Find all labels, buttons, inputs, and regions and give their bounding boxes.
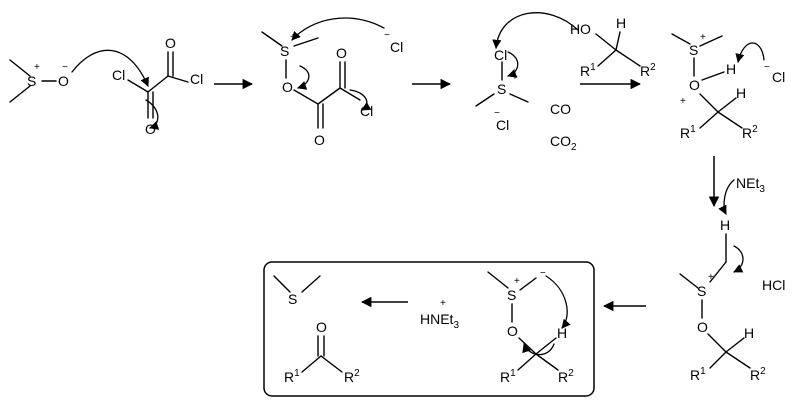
r2-group: R2: [344, 368, 360, 385]
charge-plus: +: [700, 32, 706, 43]
r2-group: R2: [558, 368, 574, 385]
r1-group: R1: [580, 62, 596, 79]
curved-arrow-cl-to-h: [735, 42, 765, 63]
charge-minus: −: [62, 62, 68, 73]
atom-o: O: [165, 35, 176, 51]
charge-minus: −: [764, 62, 770, 73]
atom-s: S: [507, 287, 516, 303]
charge-minus: −: [384, 30, 390, 41]
curved-arrow-co: [145, 99, 160, 130]
atom-cl: Cl: [190, 71, 203, 87]
r1-group: R1: [284, 368, 300, 385]
atom-o: O: [336, 45, 347, 61]
atom-h: H: [736, 85, 746, 101]
atom-o: O: [282, 79, 293, 95]
atom-h: H: [570, 21, 580, 37]
r1-group: R1: [680, 124, 696, 141]
charge-plus: +: [440, 298, 446, 309]
chloride-ion: Cl: [390, 39, 403, 55]
alcohol-reagent: H O H R1 R2: [570, 15, 656, 79]
curved-arrow-ch-to-s: [733, 245, 744, 273]
chloride-ion: Cl: [772, 69, 785, 85]
atom-s: S: [697, 283, 706, 299]
atom-o: O: [697, 319, 708, 335]
r1-group: R1: [500, 368, 516, 385]
curved-arrow-s-cl: [507, 51, 519, 78]
curved-arrow-net3-to-h: [718, 179, 735, 215]
sulfur-ylide: S + − O H R1 R2: [487, 268, 574, 385]
charge-plus: +: [34, 62, 40, 73]
atom-cl: Cl: [112, 67, 125, 83]
atom-h: H: [744, 325, 754, 341]
charge-plus: +: [514, 276, 520, 287]
chlorosulfonium-precursor: S + O O O Cl: [261, 31, 373, 148]
alkoxysulfonium-deprotonation: H S + O H R1 R2: [679, 217, 766, 383]
chlorodimethylsulfonium: Cl S + − Cl: [475, 47, 529, 133]
atom-o: O: [507, 323, 518, 339]
curved-arrow-o-s: [297, 65, 310, 90]
r2-group: R2: [750, 366, 766, 383]
atom-h: H: [720, 217, 730, 233]
triethylamine: NEt3: [736, 175, 765, 195]
atom-cl: Cl: [494, 47, 507, 63]
chloride-ion: Cl: [496, 117, 509, 133]
triethylammonium: HNEt3: [420, 311, 459, 331]
curved-arrow-oh-to-s: [492, 12, 579, 49]
dimethyl-sulfide: S: [273, 275, 321, 307]
atom-o: O: [580, 21, 591, 37]
atom-h: H: [557, 325, 567, 341]
atom-s: S: [497, 81, 506, 97]
atom-s: S: [689, 42, 698, 58]
curved-arrow-cl-to-s: [291, 17, 385, 41]
dmso-molecule: S + O −: [9, 59, 69, 103]
atom-s: S: [27, 73, 36, 89]
curved-arrow-ch-to-co: [522, 343, 555, 356]
atom-o: O: [145, 121, 156, 137]
r2-group: R2: [742, 124, 758, 141]
charge-plus: +: [680, 96, 686, 107]
hydrogen-chloride: HCl: [762, 277, 785, 293]
charge-minus: −: [540, 268, 546, 279]
alkoxysulfonium: S + O + H H R1 R2: [671, 32, 758, 141]
product-box: [263, 261, 595, 397]
r1-group: R1: [690, 366, 706, 383]
atom-h: H: [616, 15, 626, 31]
atom-o: O: [314, 132, 325, 148]
curved-arrow-c-to-h: [545, 275, 571, 329]
atom-o: O: [689, 77, 700, 93]
atom-s: S: [280, 43, 289, 59]
charge-plus: +: [708, 272, 714, 283]
curved-arrow-o-to-c: [71, 49, 149, 87]
carbon-dioxide: CO2: [550, 133, 577, 153]
atom-o: O: [316, 319, 327, 335]
charge-minus: −: [494, 108, 500, 119]
carbon-monoxide: CO: [550, 101, 571, 117]
atom-s: S: [288, 291, 297, 307]
atom-h: H: [726, 61, 736, 77]
r2-group: R2: [640, 62, 656, 79]
curved-arrow-c-cl: [349, 89, 372, 111]
carbonyl-product: O R1 R2: [284, 319, 360, 385]
atom-o: O: [58, 73, 69, 89]
